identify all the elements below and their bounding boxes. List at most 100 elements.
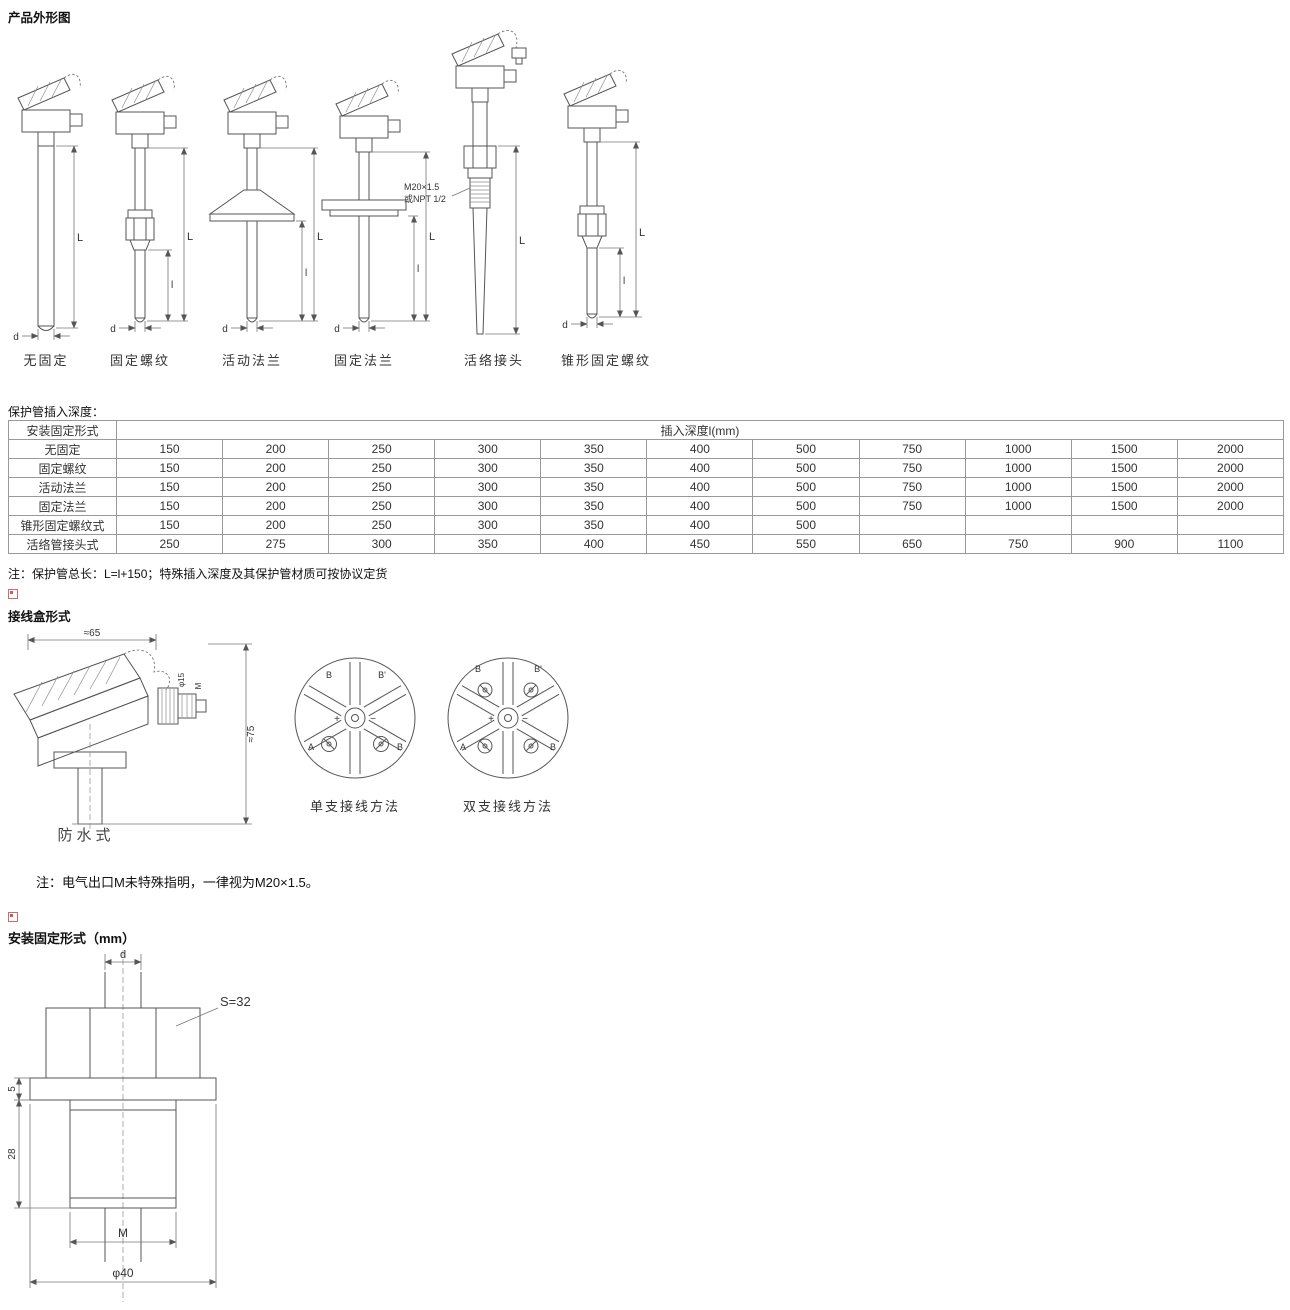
depth-value-cell: 250 <box>328 458 436 478</box>
table-note: 注：保护管总长：L=l+150；特殊插入深度及其保护管材质可按协议定货 <box>8 567 388 581</box>
depth-value-cell: 1500 <box>1070 439 1178 459</box>
dim-label-d: d <box>562 320 568 331</box>
figure-movable-flange-drawing: l L d <box>208 76 323 335</box>
dim-label-l: l <box>417 264 419 275</box>
depth-value-cell: 750 <box>964 534 1072 554</box>
depth-value-cell: 2000 <box>1176 458 1285 478</box>
dim-label-L: L <box>187 231 193 243</box>
broken-image-icon <box>8 589 18 599</box>
depth-value-cell: 400 <box>646 515 754 535</box>
dim-label-d: d <box>13 332 19 343</box>
dim-label-d: d <box>110 324 116 335</box>
dim-label-l: l <box>623 276 625 287</box>
table-header-row: 安装固定形式 插入深度l(mm) <box>8 420 1284 440</box>
depth-value-cell: 1500 <box>1070 477 1178 497</box>
terminal-label: B <box>475 664 481 674</box>
depth-value-cell <box>964 515 1072 535</box>
depth-value-cell <box>1176 515 1285 535</box>
depth-value-cell: 300 <box>434 439 542 459</box>
depth-value-cell: 200 <box>222 458 330 478</box>
dim-label-d: d <box>222 324 228 335</box>
depth-value-cell: 150 <box>115 515 224 535</box>
depth-value-cell: 500 <box>752 477 860 497</box>
depth-value-cell: 250 <box>328 496 436 516</box>
depth-value-cell: 400 <box>540 534 648 554</box>
figure-caption-tapered-thread: 锥形固定螺纹 <box>560 353 652 368</box>
depth-value-cell: 1000 <box>964 496 1072 516</box>
depth-value-cell: 750 <box>858 477 966 497</box>
product-outline-figures: L d l <box>8 18 708 390</box>
dim-label-M: M <box>118 1226 128 1240</box>
insertion-depth-label: 保护管插入深度： <box>8 405 105 419</box>
terminal-label: B <box>397 742 403 752</box>
depth-value-cell: 1000 <box>964 439 1072 459</box>
waterproof-box-drawing: ≈65 φ15 M ≈75 <box>13 628 257 830</box>
thread-size-label: M20×1.5 <box>404 182 439 192</box>
terminal-label: B <box>550 742 556 752</box>
depth-value-cell: 200 <box>222 439 330 459</box>
depth-value-cell: 200 <box>222 477 330 497</box>
depth-value-cell: 500 <box>752 458 860 478</box>
section-title-mounting-form: 安装固定形式（mm） <box>8 931 136 946</box>
figure-union-joint-drawing: M20×1.5 或NPT 1/2 L <box>404 30 527 335</box>
dim-label-L: L <box>429 231 435 243</box>
depth-value-cell: 1000 <box>964 458 1072 478</box>
depth-value-cell: 200 <box>222 515 330 535</box>
terminal-label: − <box>522 714 528 725</box>
figure-no-fixing-drawing: L d <box>13 74 83 343</box>
depth-value-cell: 300 <box>328 534 436 554</box>
waterproof-caption: 防水式 <box>57 827 115 844</box>
terminal-label: B' <box>378 670 386 680</box>
depth-value-cell: 1000 <box>964 477 1072 497</box>
depth-value-cell: 2000 <box>1176 439 1285 459</box>
terminal-label: A <box>308 742 314 752</box>
depth-value-cell: 400 <box>646 496 754 516</box>
dim-label-l: l <box>305 268 307 279</box>
depth-value-cell: 500 <box>752 439 860 459</box>
dim-label-phi15: φ15 <box>177 672 186 687</box>
dim-label-d: d <box>334 324 340 335</box>
section-title-product-outline: 产品外形图 <box>8 11 71 25</box>
depth-value-cell: 350 <box>540 515 648 535</box>
row-label-cell: 锥形固定螺纹式 <box>8 515 117 535</box>
figure-fixed-flange-drawing: l L d <box>321 80 435 335</box>
depth-value-cell: 300 <box>434 515 542 535</box>
depth-value-cell: 350 <box>540 477 648 497</box>
depth-value-cell: 250 <box>115 534 224 554</box>
junction-box-figures: ≈65 φ15 M ≈75 <box>8 624 708 859</box>
broken-image-icon <box>8 912 18 922</box>
depth-value-cell: 400 <box>646 439 754 459</box>
depth-value-cell: 400 <box>646 458 754 478</box>
depth-value-cell: 250 <box>328 515 436 535</box>
depth-value-cell: 275 <box>222 534 330 554</box>
depth-value-cell: 550 <box>752 534 860 554</box>
table-header-mount-type: 安装固定形式 <box>8 420 117 440</box>
depth-value-cell: 350 <box>540 458 648 478</box>
dim-label-5: 5 <box>7 1086 18 1092</box>
figure-tapered-thread-drawing: l L d <box>562 70 645 331</box>
depth-value-cell: 150 <box>115 439 224 459</box>
depth-value-cell: 400 <box>646 477 754 497</box>
depth-value-cell: 450 <box>646 534 754 554</box>
terminal-label: B <box>326 670 332 680</box>
depth-value-cell: 1100 <box>1176 534 1285 554</box>
depth-value-cell: 1500 <box>1070 458 1178 478</box>
dim-label-28: 28 <box>7 1148 18 1160</box>
junction-box-drawings: ≈65 φ15 M ≈75 <box>13 628 569 830</box>
depth-value-cell: 750 <box>858 439 966 459</box>
depth-value-cell: 200 <box>222 496 330 516</box>
depth-value-cell: 300 <box>434 477 542 497</box>
dim-label-L: L <box>519 235 525 247</box>
dim-label-s32: S=32 <box>220 994 251 1009</box>
row-label-cell: 活动法兰 <box>8 477 117 497</box>
double-wiring-caption: 双支接线方法 <box>462 799 554 814</box>
thermocouple-drawings: L d l <box>13 30 645 343</box>
figure-caption-no-fixing: 无固定 <box>23 353 69 368</box>
depth-value-cell: 250 <box>328 477 436 497</box>
dim-label-m: M <box>194 682 203 689</box>
